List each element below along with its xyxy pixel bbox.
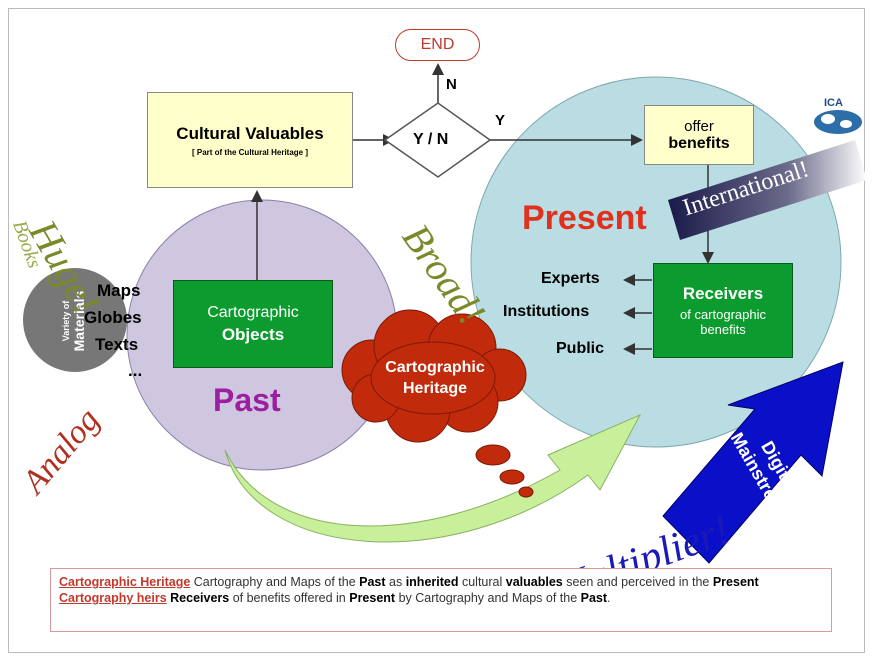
- legend-box: Cartographic Heritage Cartography and Ma…: [50, 568, 832, 632]
- legend-line1: Cartographic Heritage Cartography and Ma…: [59, 574, 823, 590]
- legend-past: Past: [580, 591, 608, 605]
- present-label: Present: [522, 199, 647, 237]
- legend-term-heritage: Cartographic Heritage: [59, 575, 191, 589]
- multiplier-arrow: [224, 413, 642, 543]
- ica-logo-text: ICA: [824, 97, 843, 109]
- decision-diamond: [383, 102, 492, 178]
- cultural-valuables-box: Cultural Valuables [ Part of the Cultura…: [147, 92, 353, 188]
- receivers-box: Receivers of cartographic benefits: [653, 263, 793, 358]
- past-label: Past: [213, 382, 281, 418]
- receivers-line3: benefits: [700, 322, 746, 337]
- legend-inherited: inherited: [405, 575, 459, 589]
- legend-text: Cartography and Maps of the: [190, 575, 360, 589]
- yes-label: Y: [495, 112, 506, 129]
- legend-text: seen and perceived in the: [562, 575, 713, 589]
- no-label: N: [446, 76, 457, 93]
- heritage-cloud-line2: Heritage: [402, 379, 468, 397]
- international-banner: [668, 140, 867, 240]
- legend-term-heirs: Cartography heirs: [59, 591, 167, 605]
- material-maps: Maps: [97, 281, 141, 300]
- ica-logo: [814, 110, 862, 134]
- legend-line2: Cartography heirs Receivers of benefits …: [59, 590, 823, 606]
- end-terminator: END: [395, 29, 480, 61]
- digital-mainstream-arrow: [662, 361, 844, 564]
- materials-circle: [23, 268, 127, 372]
- offer-benefits-line2: benefits: [668, 134, 730, 152]
- material-texts: Texts: [95, 335, 139, 354]
- cartographic-objects-line2: Objects: [221, 324, 285, 344]
- heritage-cloud-line1: Cartographic: [385, 358, 485, 376]
- cartographic-objects-line1: Cartographic: [207, 303, 299, 321]
- legend-text: of benefits offered in: [229, 591, 350, 605]
- material-more: ...: [128, 361, 143, 380]
- legend-receivers: Receivers: [170, 591, 230, 605]
- thought-bubble-3: [518, 486, 534, 498]
- heritage-cloud-label: Cartographic Heritage: [355, 348, 515, 408]
- legend-past: Past: [359, 575, 386, 589]
- legend-text: as: [385, 575, 406, 589]
- legend-present: Present: [712, 575, 759, 589]
- cultural-valuables-subtitle: [ Part of the Cultural Heritage ]: [191, 147, 308, 157]
- offer-benefits-line1: offer: [684, 117, 714, 135]
- legend-text: by Cartography and Maps of the: [395, 591, 581, 605]
- legend-valuables: valuables: [505, 575, 563, 589]
- legend-present: Present: [349, 591, 396, 605]
- audience-institutions: Institutions: [503, 303, 590, 320]
- thought-bubble-1: [475, 444, 511, 466]
- end-label: END: [420, 36, 455, 53]
- receivers-line2: of cartographic: [680, 307, 766, 322]
- diagram-frame: [8, 8, 865, 653]
- thought-bubble-2: [499, 469, 525, 485]
- cultural-valuables-title: Cultural Valuables: [176, 123, 324, 143]
- audience-public: Public: [556, 340, 605, 357]
- audience-experts: Experts: [541, 270, 600, 287]
- material-globes: Globes: [84, 308, 142, 327]
- cartographic-objects-box: Cartographic Objects: [173, 280, 333, 368]
- receivers-line1: Receivers: [682, 284, 764, 303]
- offer-benefits-box: offer benefits: [644, 105, 754, 165]
- legend-text: cultural: [458, 575, 506, 589]
- legend-text: .: [607, 591, 611, 605]
- heritage-cloud: [341, 309, 527, 443]
- decision-label: Y / N: [413, 131, 449, 148]
